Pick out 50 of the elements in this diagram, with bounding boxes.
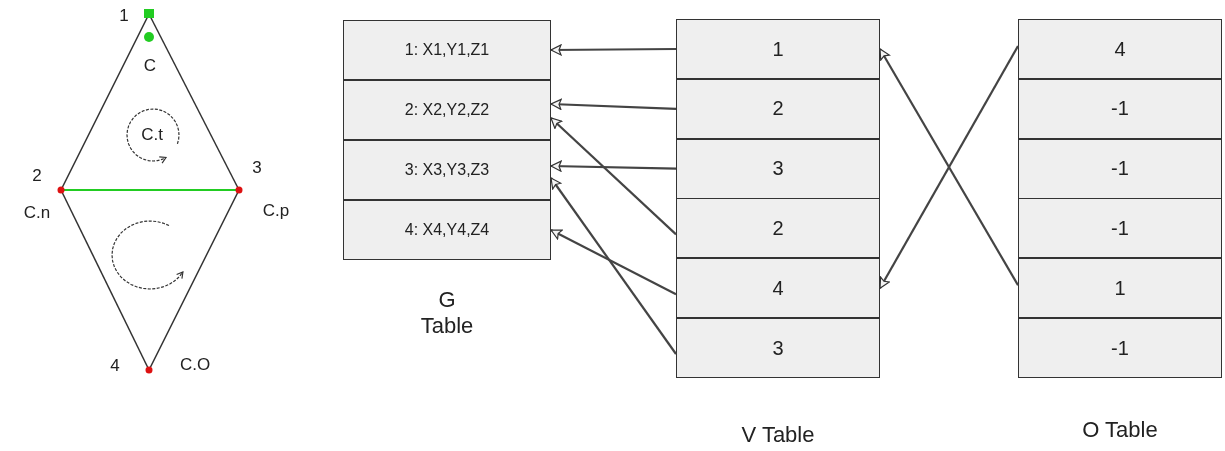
table-cell xyxy=(676,78,880,139)
vertex-label: 1 xyxy=(118,6,130,27)
vertex-label: 3 xyxy=(251,158,263,179)
vertex-label: C.p xyxy=(261,201,291,222)
cell-value: 2: X2,Y2,Z2 xyxy=(404,101,490,119)
cell-value: 4 xyxy=(772,276,784,300)
vertex-label: C.t xyxy=(140,125,164,146)
table-cell xyxy=(1018,258,1222,319)
table-title: O Table xyxy=(1081,417,1159,444)
vertex-label: C.O xyxy=(178,355,212,376)
table-cell xyxy=(676,198,880,259)
cell-value: 4: X4,Y4,Z4 xyxy=(404,221,490,239)
table-cell xyxy=(1018,198,1222,259)
table-cell xyxy=(1018,138,1222,199)
cell-value: 1 xyxy=(1114,276,1126,300)
cell-value: -1 xyxy=(1111,157,1129,181)
cell-value: -1 xyxy=(1111,97,1129,121)
cell-value: 2 xyxy=(772,97,784,121)
cell-value: 3 xyxy=(772,336,784,360)
table-cell xyxy=(343,20,551,80)
table-cell xyxy=(676,138,880,199)
table-cell xyxy=(676,318,880,378)
vertex-label: 2 xyxy=(31,166,43,187)
arrow xyxy=(550,229,677,296)
arrow xyxy=(550,177,677,355)
cell-value: 1: X1,Y1,Z1 xyxy=(404,41,490,59)
cell-value: 4 xyxy=(1114,37,1126,61)
vertex-label: C.n xyxy=(22,203,52,224)
table-title: G Table xyxy=(419,287,475,340)
vertex-label: C xyxy=(142,56,158,77)
vertex-label: 4 xyxy=(109,356,121,377)
arrow xyxy=(550,160,677,172)
table-cell xyxy=(343,80,551,140)
cell-value: -1 xyxy=(1111,216,1129,240)
cell-value: -1 xyxy=(1111,336,1129,360)
table-cell xyxy=(343,140,551,200)
table-cell xyxy=(1018,78,1222,139)
cell-value: 2 xyxy=(772,216,784,240)
table-cell xyxy=(676,19,880,79)
table-cell xyxy=(1018,318,1222,378)
table-cell xyxy=(343,200,551,260)
arrow xyxy=(550,44,676,56)
table-title: V Table xyxy=(740,422,816,449)
cell-value: 3 xyxy=(772,157,784,181)
cell-value: 3: X3,Y3,Z3 xyxy=(404,161,490,179)
table-cell xyxy=(676,258,880,319)
arrow xyxy=(550,117,677,236)
arrow xyxy=(550,98,677,110)
cell-value: 1 xyxy=(772,37,784,61)
table-cell xyxy=(1018,19,1222,79)
